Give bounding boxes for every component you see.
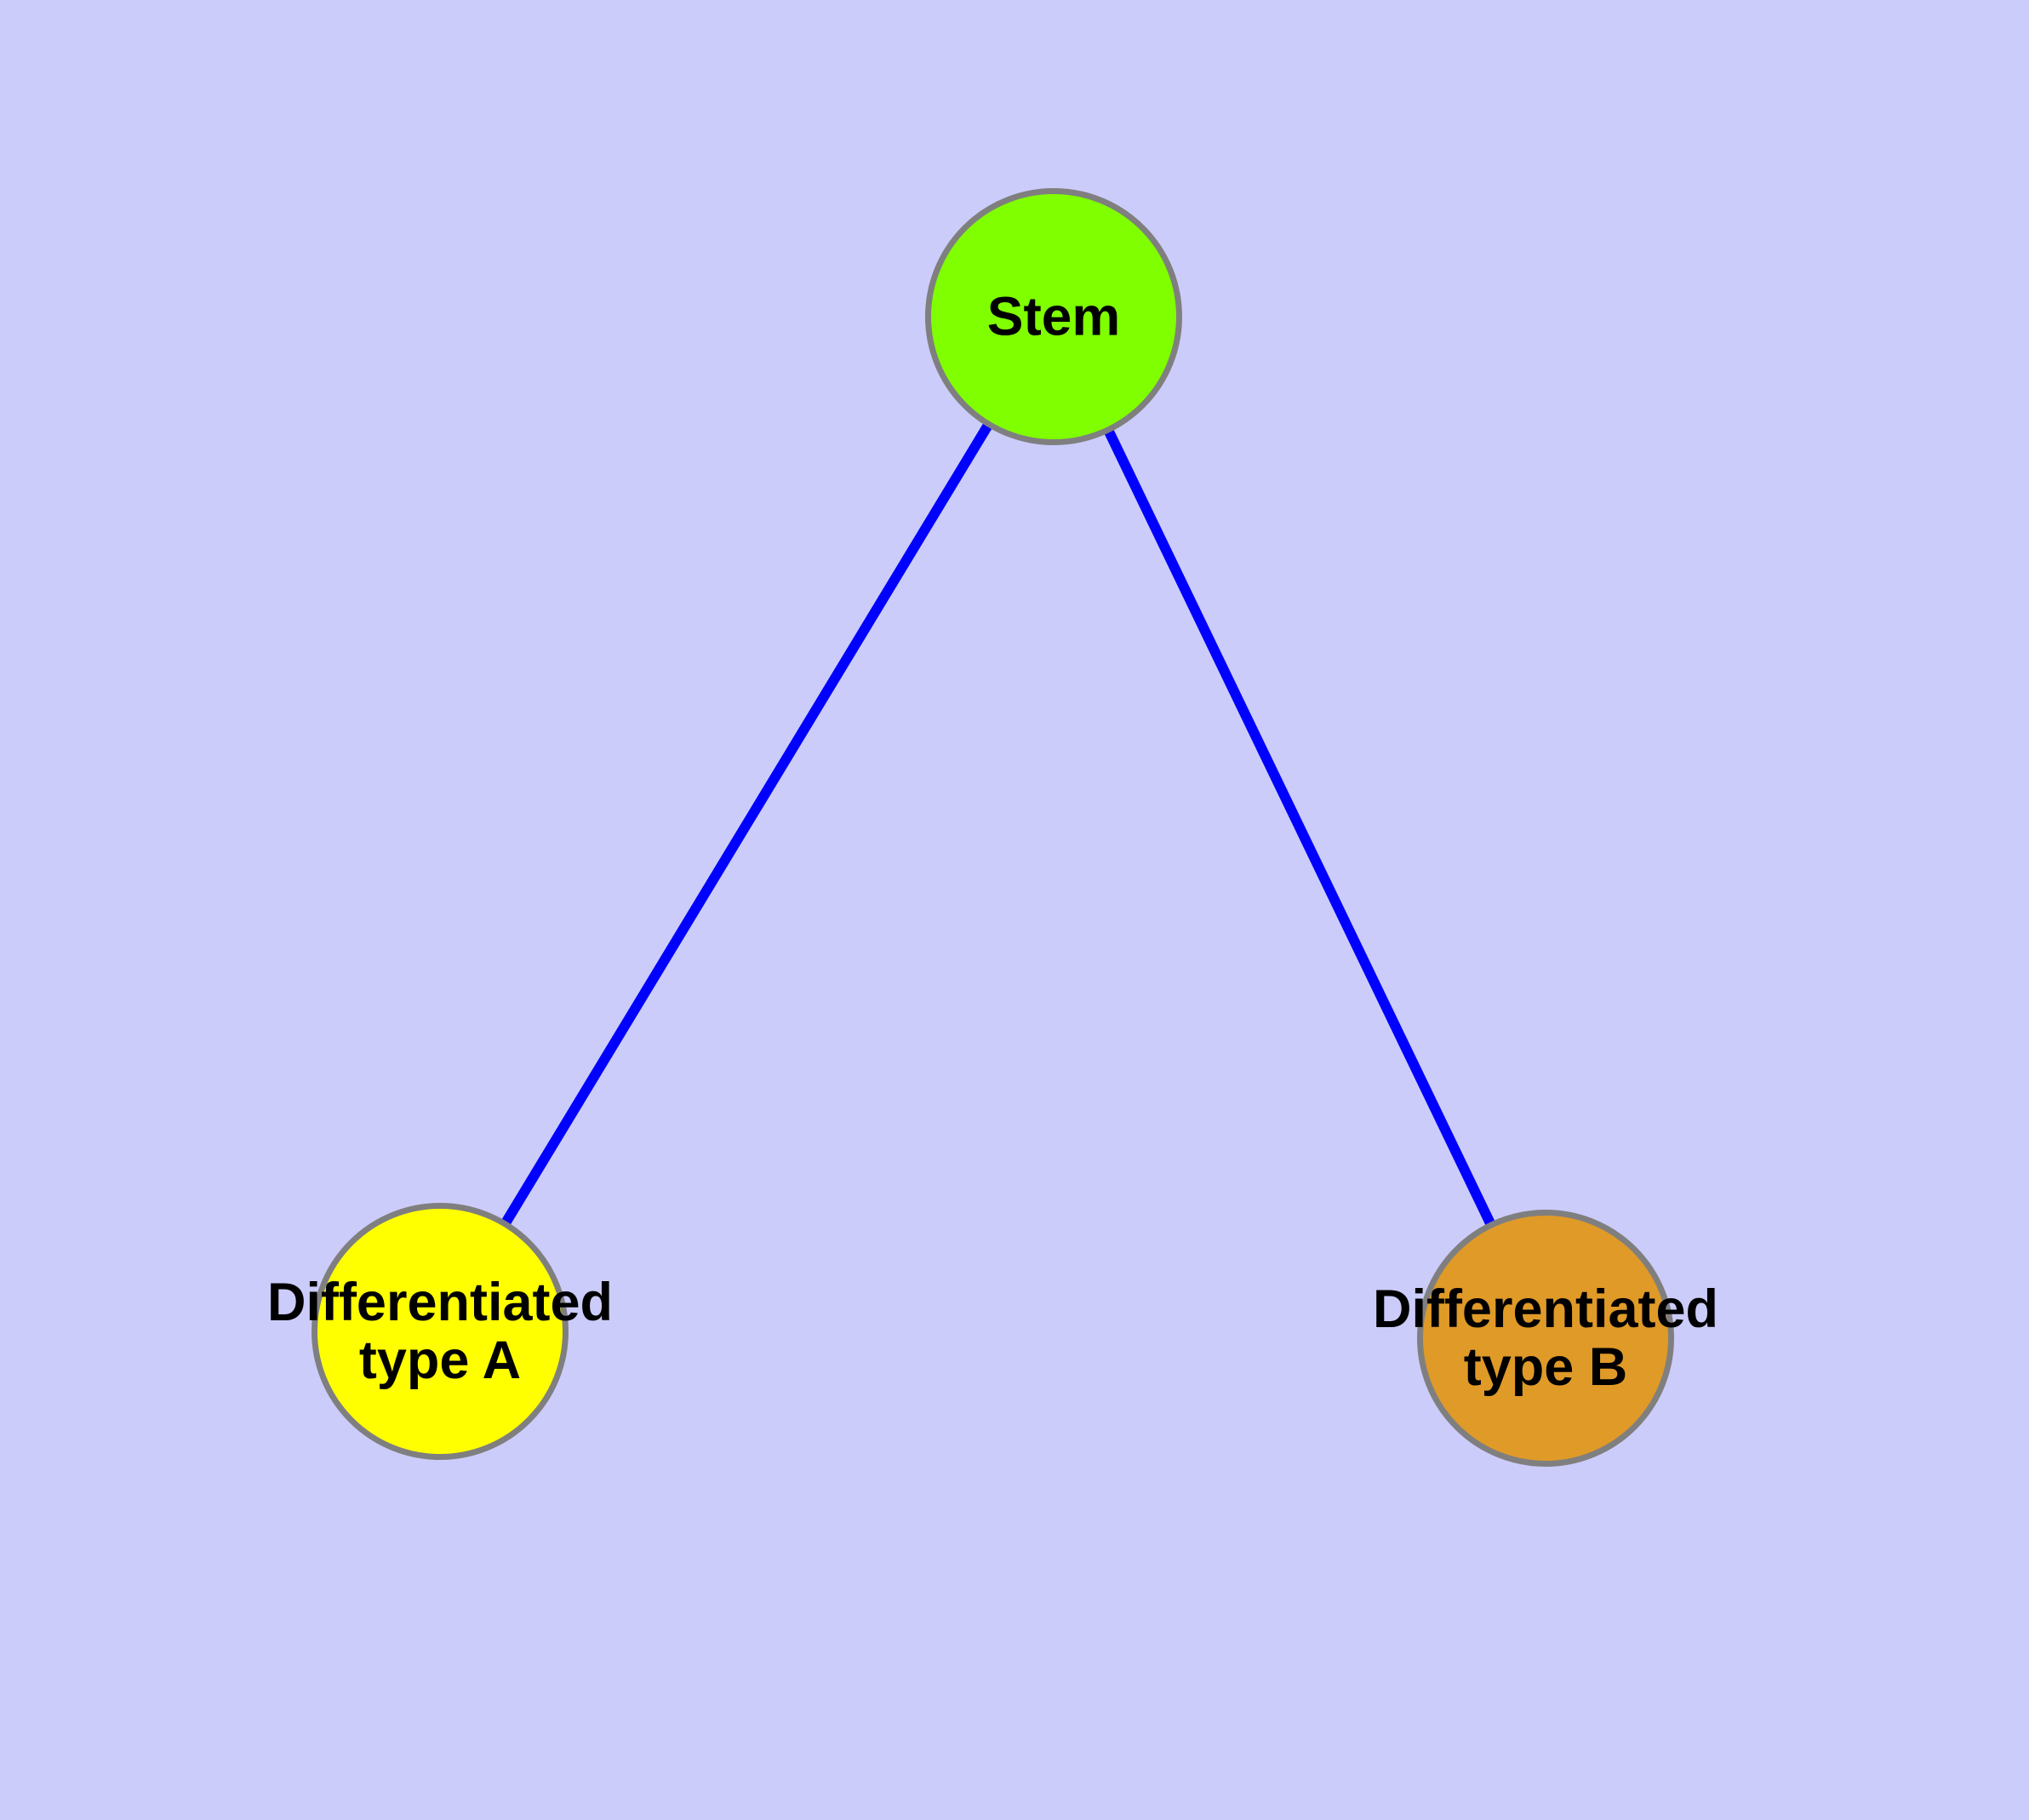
node-differentiated-type-b[interactable]	[1417, 1210, 1674, 1467]
node-stem[interactable]	[925, 188, 1182, 445]
edge-stem-to-differentiated-type-a[interactable]	[500, 422, 993, 1226]
node-layer	[311, 188, 1674, 1467]
node-differentiated-type-a[interactable]	[311, 1203, 569, 1460]
edge-layer	[500, 422, 1495, 1227]
edge-stem-to-differentiated-type-b[interactable]	[1104, 428, 1495, 1227]
